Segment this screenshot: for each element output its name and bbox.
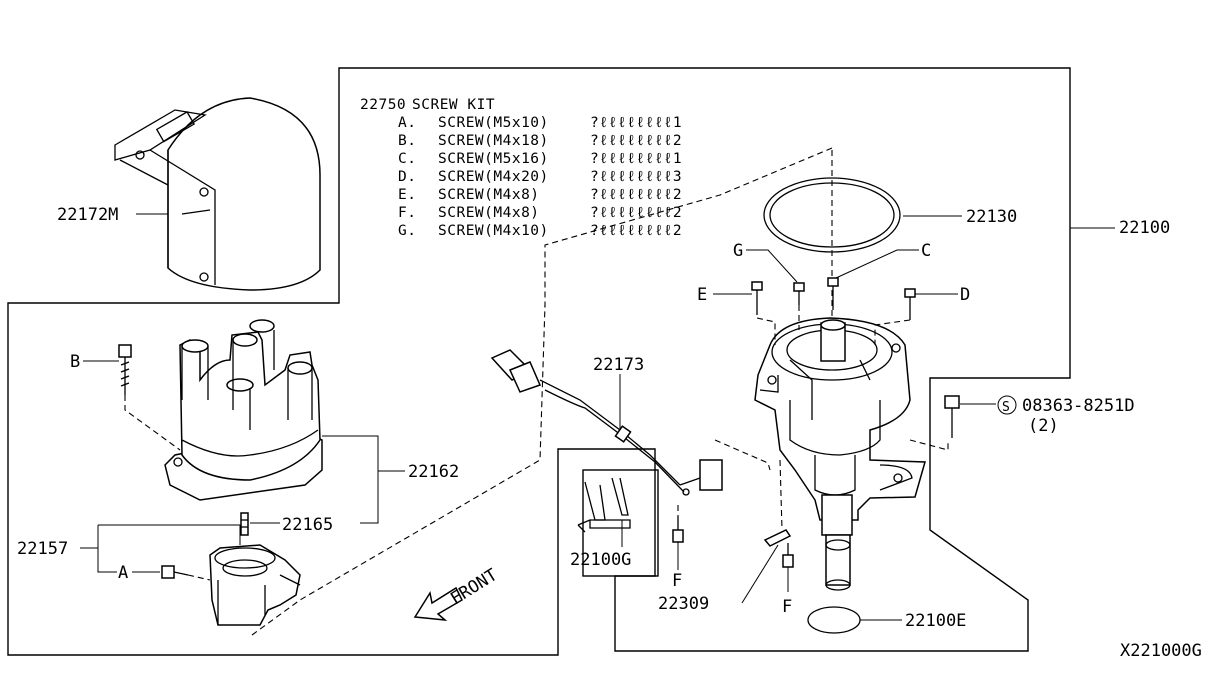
s-symbol: S xyxy=(1002,400,1010,415)
label-D: D xyxy=(960,285,970,305)
kit-item-desc: SCREW(M5x16) xyxy=(438,151,549,167)
part-22165-carbon xyxy=(240,512,249,536)
kit-item-letter: F. xyxy=(398,205,416,221)
kit-item-letter: B. xyxy=(398,133,416,149)
leader-22157-top xyxy=(178,524,241,545)
label-C: C xyxy=(921,241,931,261)
leader-22162-bracket xyxy=(322,435,379,524)
dash-A xyxy=(187,574,211,581)
kit-item-letter: C. xyxy=(398,151,416,167)
part-22309-bracket xyxy=(763,529,792,547)
kit-item-qty: ?ℓℓℓℓℓℓℓℓ1 xyxy=(590,115,682,131)
kit-item-qty: ?ℓℓℓℓℓℓℓℓ2 xyxy=(590,187,682,203)
label-G: G xyxy=(733,241,743,261)
dash-E xyxy=(756,317,776,345)
screw-b xyxy=(118,344,132,395)
label-22100E: 22100E xyxy=(905,611,966,631)
front-arrow-icon xyxy=(413,586,463,621)
dash-harness xyxy=(714,439,771,471)
label-F-right: F xyxy=(782,597,792,617)
figure-code: X221000G xyxy=(1120,641,1202,661)
kit-item-qty: ?ℓℓℓℓℓℓℓℓ2 xyxy=(590,223,682,239)
part-22172M-cover xyxy=(114,97,321,291)
screw-kit-part-no: 22750 xyxy=(360,97,406,113)
label-A: A xyxy=(118,563,128,583)
label-22100G: 22100G xyxy=(570,550,631,570)
kit-item-letter: G. xyxy=(398,223,416,239)
dash-B xyxy=(124,395,181,451)
label-08363: 08363-8251D xyxy=(1022,396,1135,416)
kit-item-letter: D. xyxy=(398,169,416,185)
kit-item-qty: ?ℓℓℓℓℓℓℓℓ2 xyxy=(590,205,682,221)
dash-22309 xyxy=(779,459,783,531)
kit-item-desc: SCREW(M4x8) xyxy=(438,187,540,203)
leader-22157-bracket xyxy=(97,525,117,573)
s-symbol-circle xyxy=(997,395,1017,415)
kit-item-qty: ?ℓℓℓℓℓℓℓℓ2 xyxy=(590,133,682,149)
screw-kit-list: 22750 SCREW KIT A. SCREW(M5x10) ?ℓℓℓℓℓℓℓ… xyxy=(360,97,682,239)
part-22157-rotor xyxy=(209,544,301,626)
screw-g xyxy=(793,282,805,305)
leader-G xyxy=(746,249,798,283)
screw-a xyxy=(161,565,189,579)
leader-22309 xyxy=(741,544,779,604)
label-08363-qty: (2) xyxy=(1028,416,1059,436)
label-22130: 22130 xyxy=(966,207,1017,227)
kit-item-qty: ?ℓℓℓℓℓℓℓℓ1 xyxy=(590,151,682,167)
screw-08363 xyxy=(944,395,960,438)
part-22100E-washer xyxy=(807,606,861,634)
label-E: E xyxy=(697,285,707,305)
label-22165: 22165 xyxy=(282,515,333,535)
part-22173-harness xyxy=(490,349,723,496)
dash-kit-to-body xyxy=(544,147,833,310)
screw-c xyxy=(827,277,839,310)
screw-e xyxy=(751,281,763,315)
label-22172M: 22172M xyxy=(57,205,118,225)
dash-08363 xyxy=(909,439,949,451)
label-22157: 22157 xyxy=(17,539,68,559)
kit-item-qty: ?ℓℓℓℓℓℓℓℓ3 xyxy=(590,169,682,185)
kit-item-letter: E. xyxy=(398,187,416,203)
dash-rotor-path xyxy=(251,304,546,636)
part-distributor-body xyxy=(754,317,926,591)
leader-C xyxy=(835,249,919,279)
part-22162-cap xyxy=(164,319,323,501)
kit-item-desc: SCREW(M4x18) xyxy=(438,133,549,149)
kit-item-desc: SCREW(M5x10) xyxy=(438,115,549,131)
screw-kit-title: SCREW KIT xyxy=(412,97,495,113)
part-22100G-clip xyxy=(577,477,631,533)
label-F-left: F xyxy=(672,571,682,591)
screw-f-right xyxy=(782,543,794,568)
dash-D xyxy=(874,319,911,345)
label-22100: 22100 xyxy=(1119,218,1170,238)
kit-item-letter: A. xyxy=(398,115,416,131)
screw-f-left xyxy=(672,516,684,543)
kit-item-desc: SCREW(M4x10) xyxy=(438,223,549,239)
screw-d xyxy=(904,288,916,320)
kit-item-desc: SCREW(M4x8) xyxy=(438,205,540,221)
label-22162: 22162 xyxy=(408,462,459,482)
front-label: FRONT xyxy=(447,565,501,609)
label-B: B xyxy=(70,352,80,372)
label-22309: 22309 xyxy=(658,594,709,614)
label-22173: 22173 xyxy=(593,355,644,375)
kit-item-desc: SCREW(M4x20) xyxy=(438,169,549,185)
